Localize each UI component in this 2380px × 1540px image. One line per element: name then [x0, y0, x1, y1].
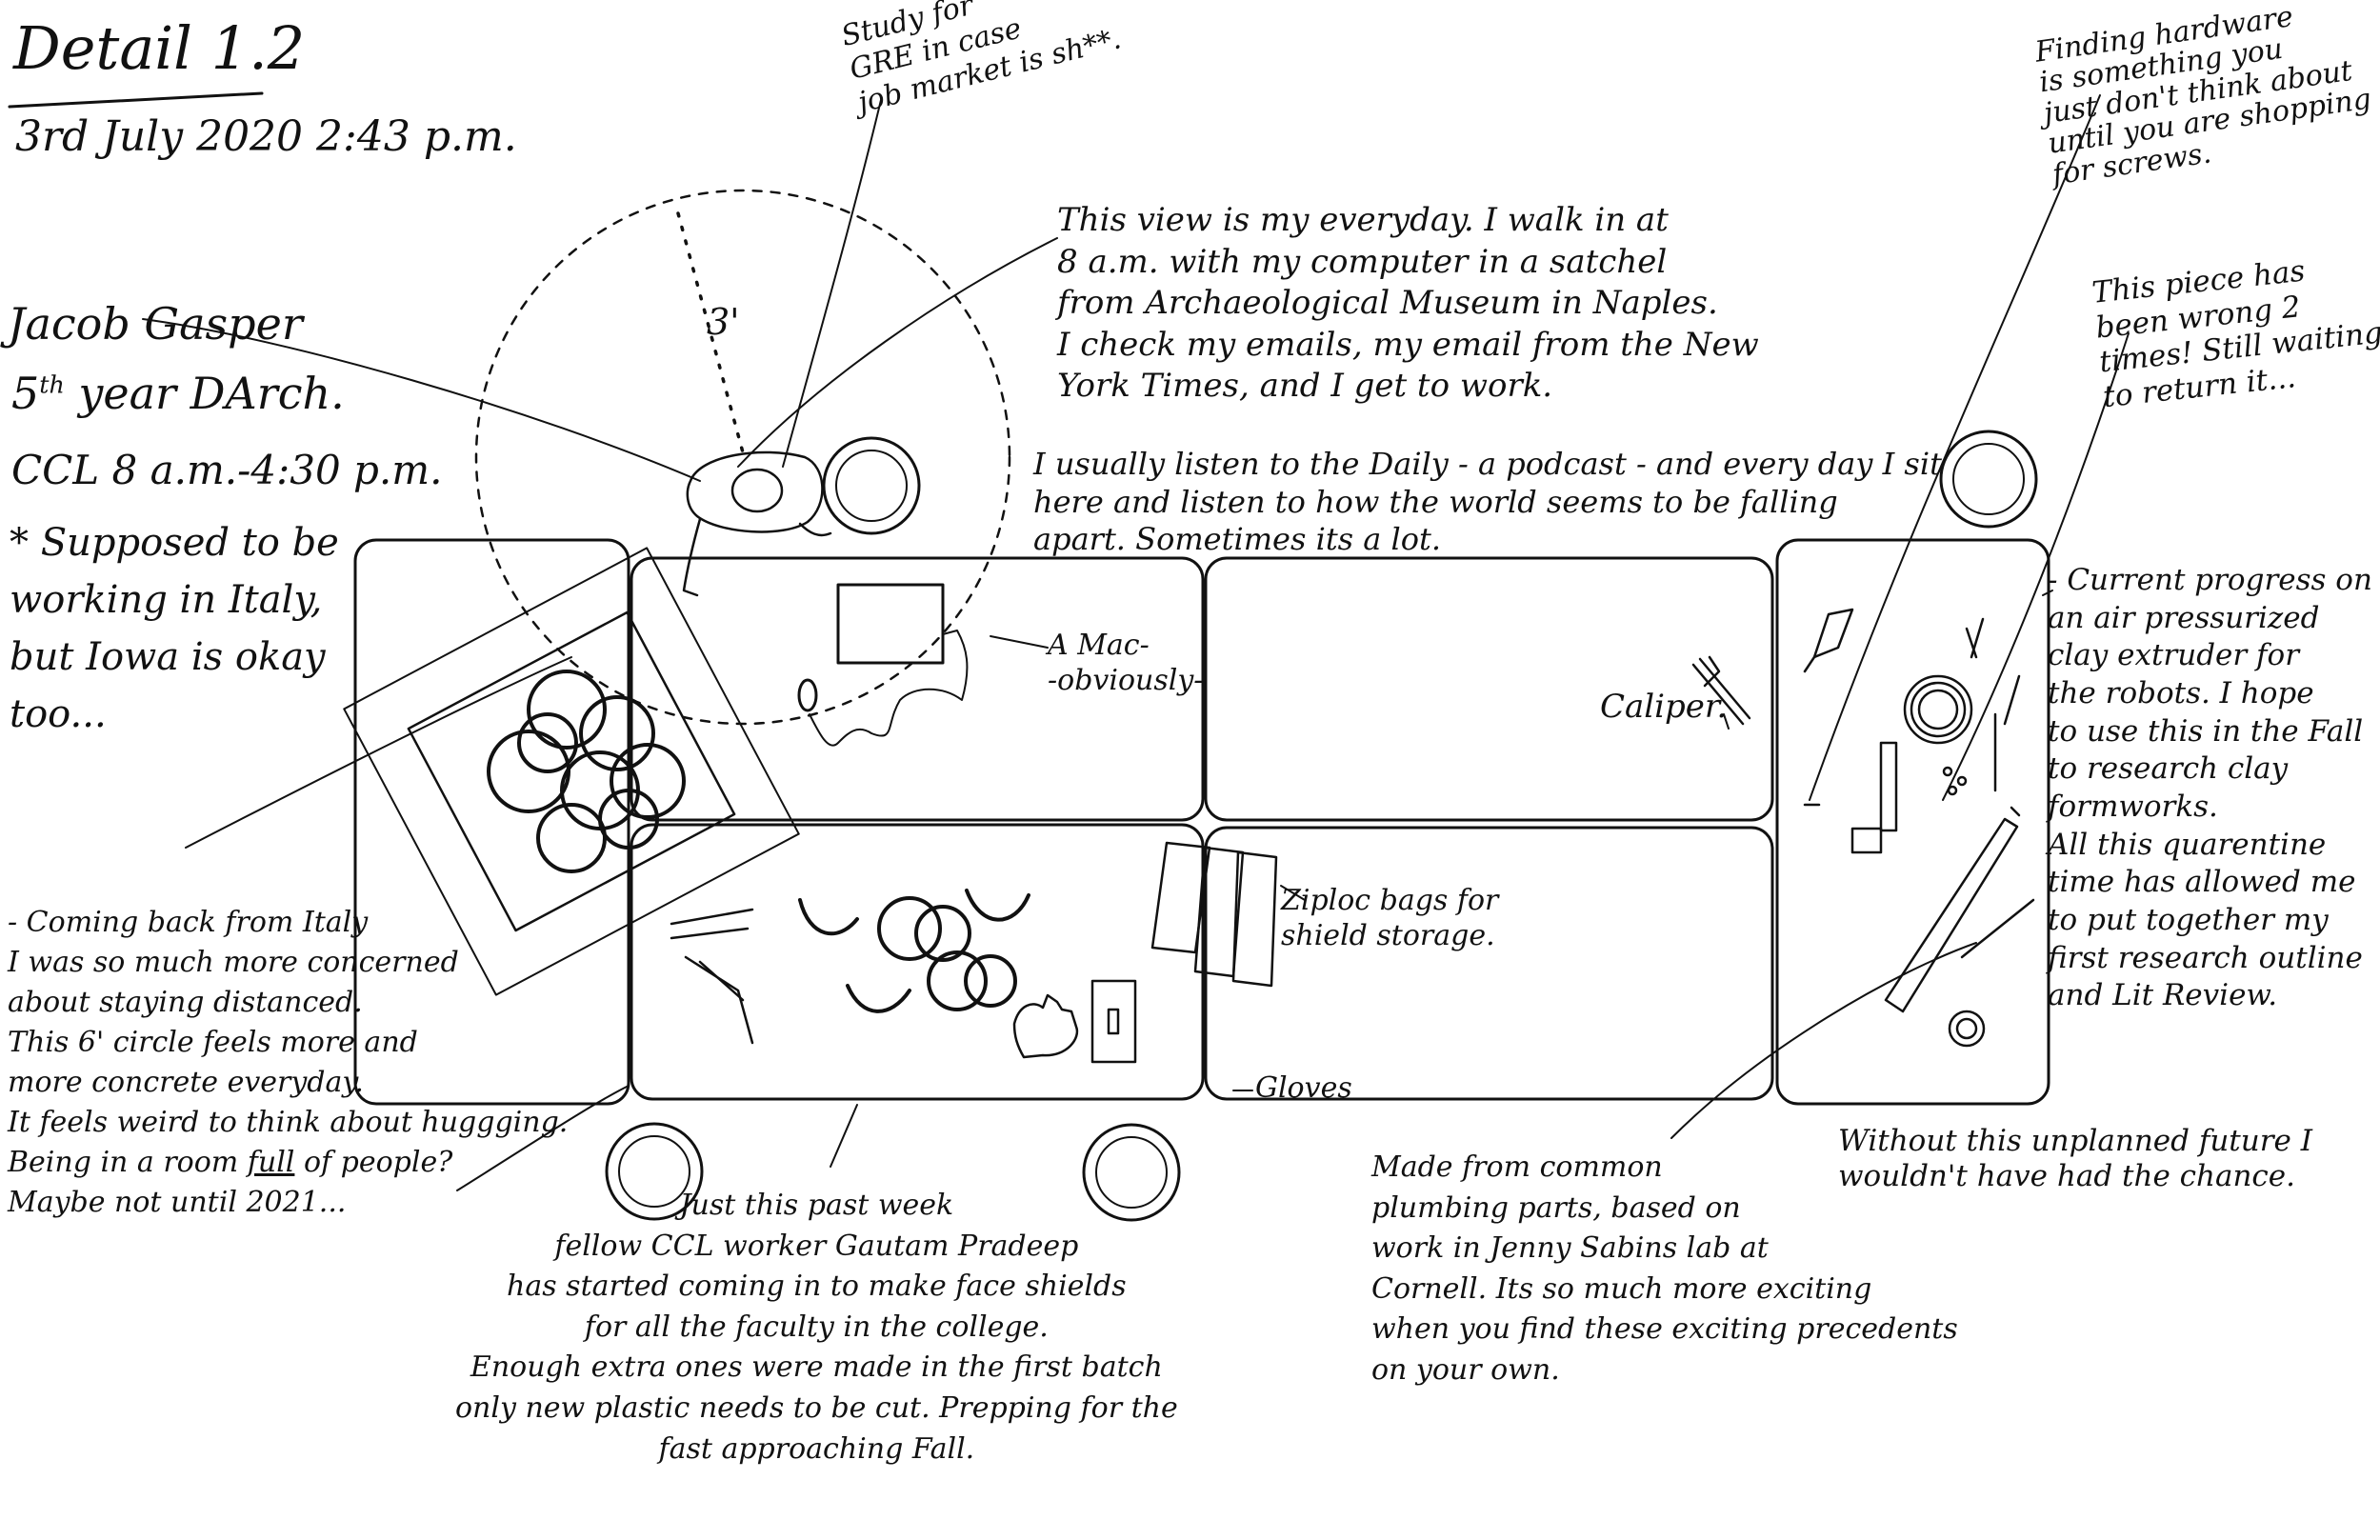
sketch-date: 3rd July 2020 2:43 p.m. [15, 114, 517, 160]
page-title: Detail 1.2 [13, 19, 305, 78]
laptop [838, 585, 943, 663]
mouse [799, 680, 816, 710]
title-underline [10, 93, 262, 107]
leader-plumbing [1671, 943, 1976, 1138]
author-aside: * Supposed to be working in Italy, but I… [10, 514, 339, 743]
distancing-circle [476, 190, 1010, 724]
table-bottom-right [1206, 828, 1772, 1099]
note-gloves: Gloves [1255, 1071, 1352, 1107]
seated-person [684, 452, 830, 595]
author-name: Jacob Gasper [8, 297, 303, 350]
note-italy: - Coming back from Italy I was so much m… [8, 903, 568, 1223]
table-bottom-center [631, 825, 1203, 1099]
leader-shields [830, 1105, 857, 1167]
author-year: 5th year DArch. [11, 367, 345, 420]
cutting-tools [671, 910, 752, 1043]
note-italy-start: - Coming back from Italy I was so much m… [8, 906, 568, 1179]
note-wrong: This piece has been wrong 2 times! Still… [2090, 247, 2380, 415]
author-year-text: year DArch. [65, 368, 345, 419]
face-shields-in-box [489, 671, 684, 871]
note-italy-full: full [248, 1146, 295, 1179]
note-mac: A Mac- -obviously- [1048, 629, 1203, 698]
leader-mac [990, 636, 1048, 648]
ziploc-bags [1152, 843, 1276, 986]
note-caliper: Caliper. [1600, 688, 1727, 727]
plastic-sheet [1092, 981, 1135, 1062]
note-view: This view is my everyday. I walk in at 8… [1057, 200, 1759, 408]
author-hours: CCL 8 a.m.-4:30 p.m. [11, 446, 442, 494]
author-year-suffix: th [39, 371, 64, 399]
author-year-number: 5 [11, 368, 39, 419]
stool-top-right [1941, 431, 2036, 527]
note-progress: - Current progress on an air pressurized… [2048, 562, 2372, 1015]
note-daily: I usually listen to the Daily - a podcas… [1033, 446, 1942, 559]
note-ziploc: Ziploc bags for shield storage. [1281, 884, 1498, 953]
glove [1014, 995, 1077, 1057]
leader-gre [783, 100, 881, 467]
stool-top-left [824, 438, 919, 533]
note-face-shields: Just this past week fellow CCL worker Ga… [455, 1186, 1178, 1470]
face-shields-loose [800, 890, 1029, 1011]
radius-label: 3' [707, 300, 740, 344]
extruder-parts [1805, 610, 2033, 1046]
note-plumbing: Made from common plumbing parts, based o… [1371, 1148, 1958, 1391]
